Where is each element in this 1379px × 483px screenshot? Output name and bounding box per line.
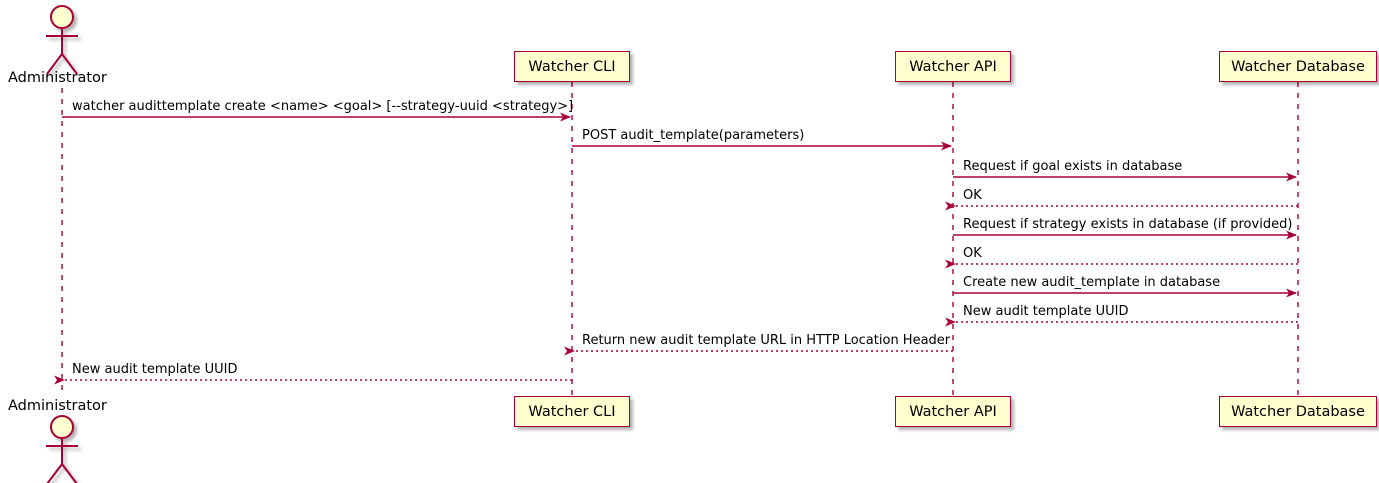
message-label-4: OK [963, 188, 982, 203]
actor-figure-administrator-bottom [46, 415, 78, 483]
message-label-5: Request if strategy exists in database (… [963, 217, 1293, 232]
participant-box-cli-bottom[interactable]: Watcher CLI [513, 396, 631, 427]
actor-label-administrator-top: Administrator [8, 70, 107, 86]
participant-box-api-top[interactable]: Watcher API [894, 51, 1012, 82]
message-label-1: watcher audittemplate create <name> <goa… [72, 99, 574, 114]
message-label-8: New audit template UUID [963, 304, 1129, 319]
participant-box-cli-top[interactable]: Watcher CLI [513, 51, 631, 82]
participant-box-database-top[interactable]: Watcher Database [1218, 51, 1378, 82]
actor-leg-right [61, 53, 78, 75]
actor-leg-right [61, 463, 78, 483]
message-label-7: Create new audit_template in database [963, 275, 1221, 290]
actor-figures-group [46, 5, 78, 483]
message-label-3: Request if goal exists in database [963, 159, 1183, 174]
participant-box-database-bottom[interactable]: Watcher Database [1218, 396, 1378, 427]
actor-label-administrator-bottom: Administrator [8, 398, 107, 414]
actor-leg-left [46, 463, 63, 483]
message-label-10: New audit template UUID [72, 362, 238, 377]
lifelines-group [61, 82, 1299, 396]
message-label-6: OK [963, 246, 982, 261]
actor-leg-left [46, 53, 63, 75]
message-label-2: POST audit_template(parameters) [582, 128, 805, 143]
message-arrows-group [54, 112, 1298, 385]
participant-box-api-bottom[interactable]: Watcher API [894, 396, 1012, 427]
actor-head [50, 415, 74, 439]
actor-figure-administrator-top [46, 5, 78, 75]
actor-head [50, 5, 74, 29]
message-label-9: Return new audit template URL in HTTP Lo… [582, 333, 951, 348]
